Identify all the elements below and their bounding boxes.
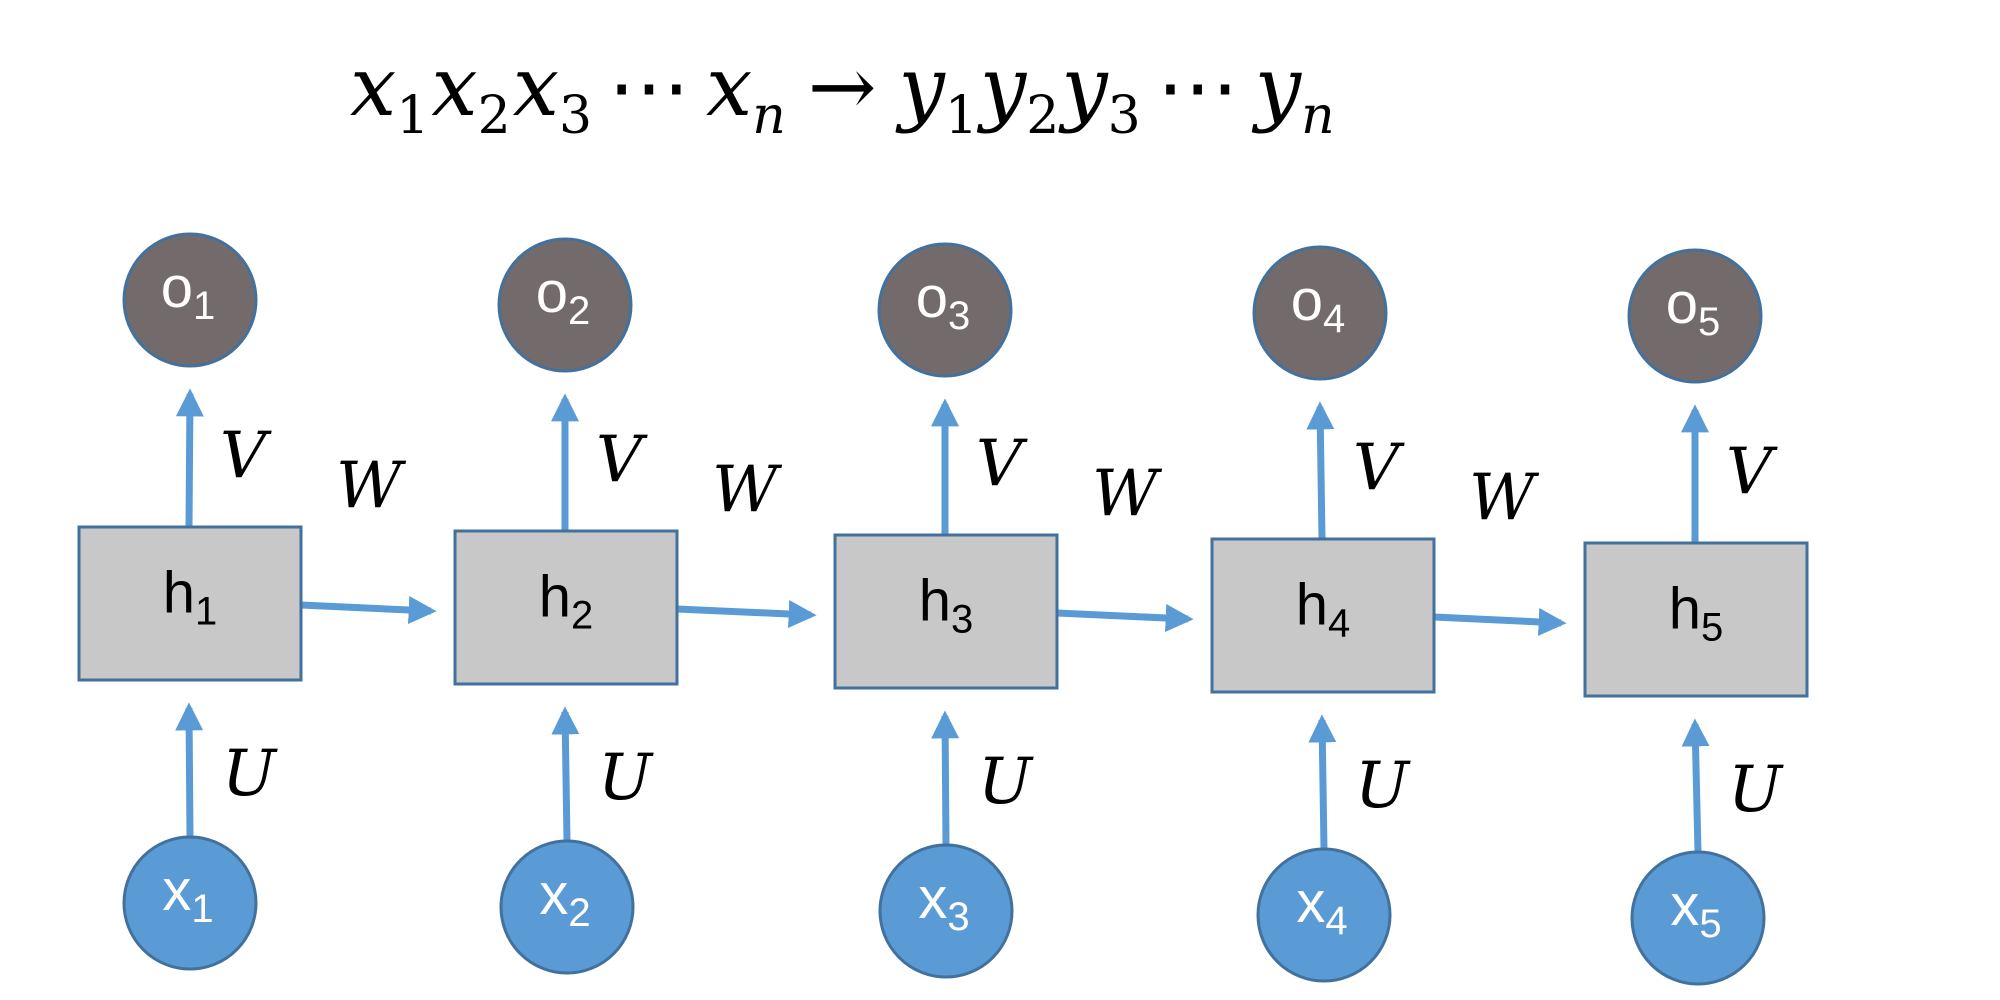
output-node-label: o1 (161, 255, 216, 327)
title-term: ⋯ (608, 40, 690, 135)
output-node-label: o5 (1666, 271, 1721, 343)
recurrent-arrow (1056, 603, 1194, 632)
weight-label-V: V (976, 427, 1028, 501)
weight-label-W: W (712, 453, 783, 527)
recurrent-arrow (1433, 607, 1567, 636)
weight-label-V: V (1726, 435, 1778, 509)
hidden-state-label: h4 (1296, 573, 1351, 645)
hidden-state-box-h1 (77, 525, 303, 682)
title-subscript: 3 (1108, 86, 1141, 146)
title-formula: x1​x2​x3​⋯xn​→y1​y2​y3​⋯yn​ (350, 40, 1335, 146)
recurrent-arrow (676, 600, 817, 628)
input-node-x3 (878, 843, 1014, 979)
title-subscript: 1 (945, 86, 978, 146)
input-node-x4 (1256, 847, 1392, 983)
hidden-to-output-arrow (175, 388, 204, 528)
input-node-x2 (499, 839, 635, 975)
weight-label-U: U (598, 741, 654, 815)
output-node-o2 (497, 237, 633, 373)
input-node-x1 (122, 835, 258, 971)
title-term: x (350, 40, 396, 135)
output-node-label: o4 (1291, 268, 1346, 340)
input-node-x5 (1630, 850, 1766, 986)
output-node-o5 (1627, 248, 1763, 384)
title-term: y (895, 40, 947, 135)
weight-label-U: U (1355, 749, 1411, 823)
connections-layer (175, 388, 1710, 853)
nodes-layer: o1 h1 x1 o2 h2 x2 o3 h3 x3 o4 h4 x4 o5 h5 x5 (77, 232, 1809, 986)
output-node-label: o3 (916, 265, 971, 337)
hidden-to-output-arrow (1306, 401, 1335, 540)
input-node-label: x1 (162, 858, 213, 930)
title-subscript: 3 (559, 86, 592, 146)
title-subscript: n (752, 86, 786, 146)
title-term: x (706, 40, 752, 135)
output-node-o1 (122, 232, 258, 368)
weight-label-U: U (978, 745, 1034, 819)
hidden-state-label: h3 (919, 569, 974, 641)
weight-label-V: V (220, 419, 272, 493)
title-term: x (513, 40, 559, 135)
title-term: → (808, 40, 877, 135)
hidden-state-label: h1 (163, 561, 218, 633)
weight-label-V: V (1353, 431, 1405, 505)
sequence-mapping-title: x1​x2​x3​⋯xn​→y1​y2​y3​⋯yn​ (350, 40, 1335, 146)
output-node-o3 (877, 242, 1013, 378)
hidden-state-label: h2 (539, 565, 594, 637)
title-subscript: 2 (1026, 86, 1059, 146)
input-to-hidden-arrow (931, 710, 960, 846)
title-term: y (1057, 40, 1109, 135)
input-node-label: x3 (918, 866, 969, 938)
title-term: ⋯ (1157, 40, 1239, 135)
weight-label-W: W (1092, 457, 1163, 531)
output-node-label: o2 (536, 260, 591, 332)
hidden-state-label: h5 (1669, 577, 1724, 649)
weight-label-U: U (1728, 753, 1784, 827)
hidden-state-box-h5 (1583, 541, 1809, 698)
title-term: y (976, 40, 1028, 135)
input-to-hidden-arrow (1681, 718, 1710, 853)
title-term: y (1251, 40, 1303, 135)
title-subscript: n (1301, 86, 1335, 146)
input-to-hidden-arrow (1308, 714, 1337, 850)
hidden-state-box-h3 (833, 533, 1059, 690)
title-subscript: 2 (478, 86, 511, 146)
input-to-hidden-arrow (551, 706, 580, 842)
input-node-label: x2 (539, 862, 590, 934)
title-term: x (431, 40, 477, 135)
input-node-label: x4 (1296, 870, 1347, 942)
hidden-state-box-h4 (1210, 537, 1436, 694)
weight-label-U: U (222, 737, 278, 811)
input-to-hidden-arrow (175, 702, 204, 838)
input-node-label: x5 (1670, 873, 1721, 945)
weight-label-W: W (336, 449, 407, 523)
output-node-o4 (1252, 245, 1388, 381)
weight-label-W: W (1469, 461, 1540, 535)
recurrent-arrow (300, 595, 437, 624)
weight-label-V: V (596, 423, 648, 497)
title-subscript: 1 (396, 86, 429, 146)
hidden-state-box-h2 (453, 529, 679, 686)
